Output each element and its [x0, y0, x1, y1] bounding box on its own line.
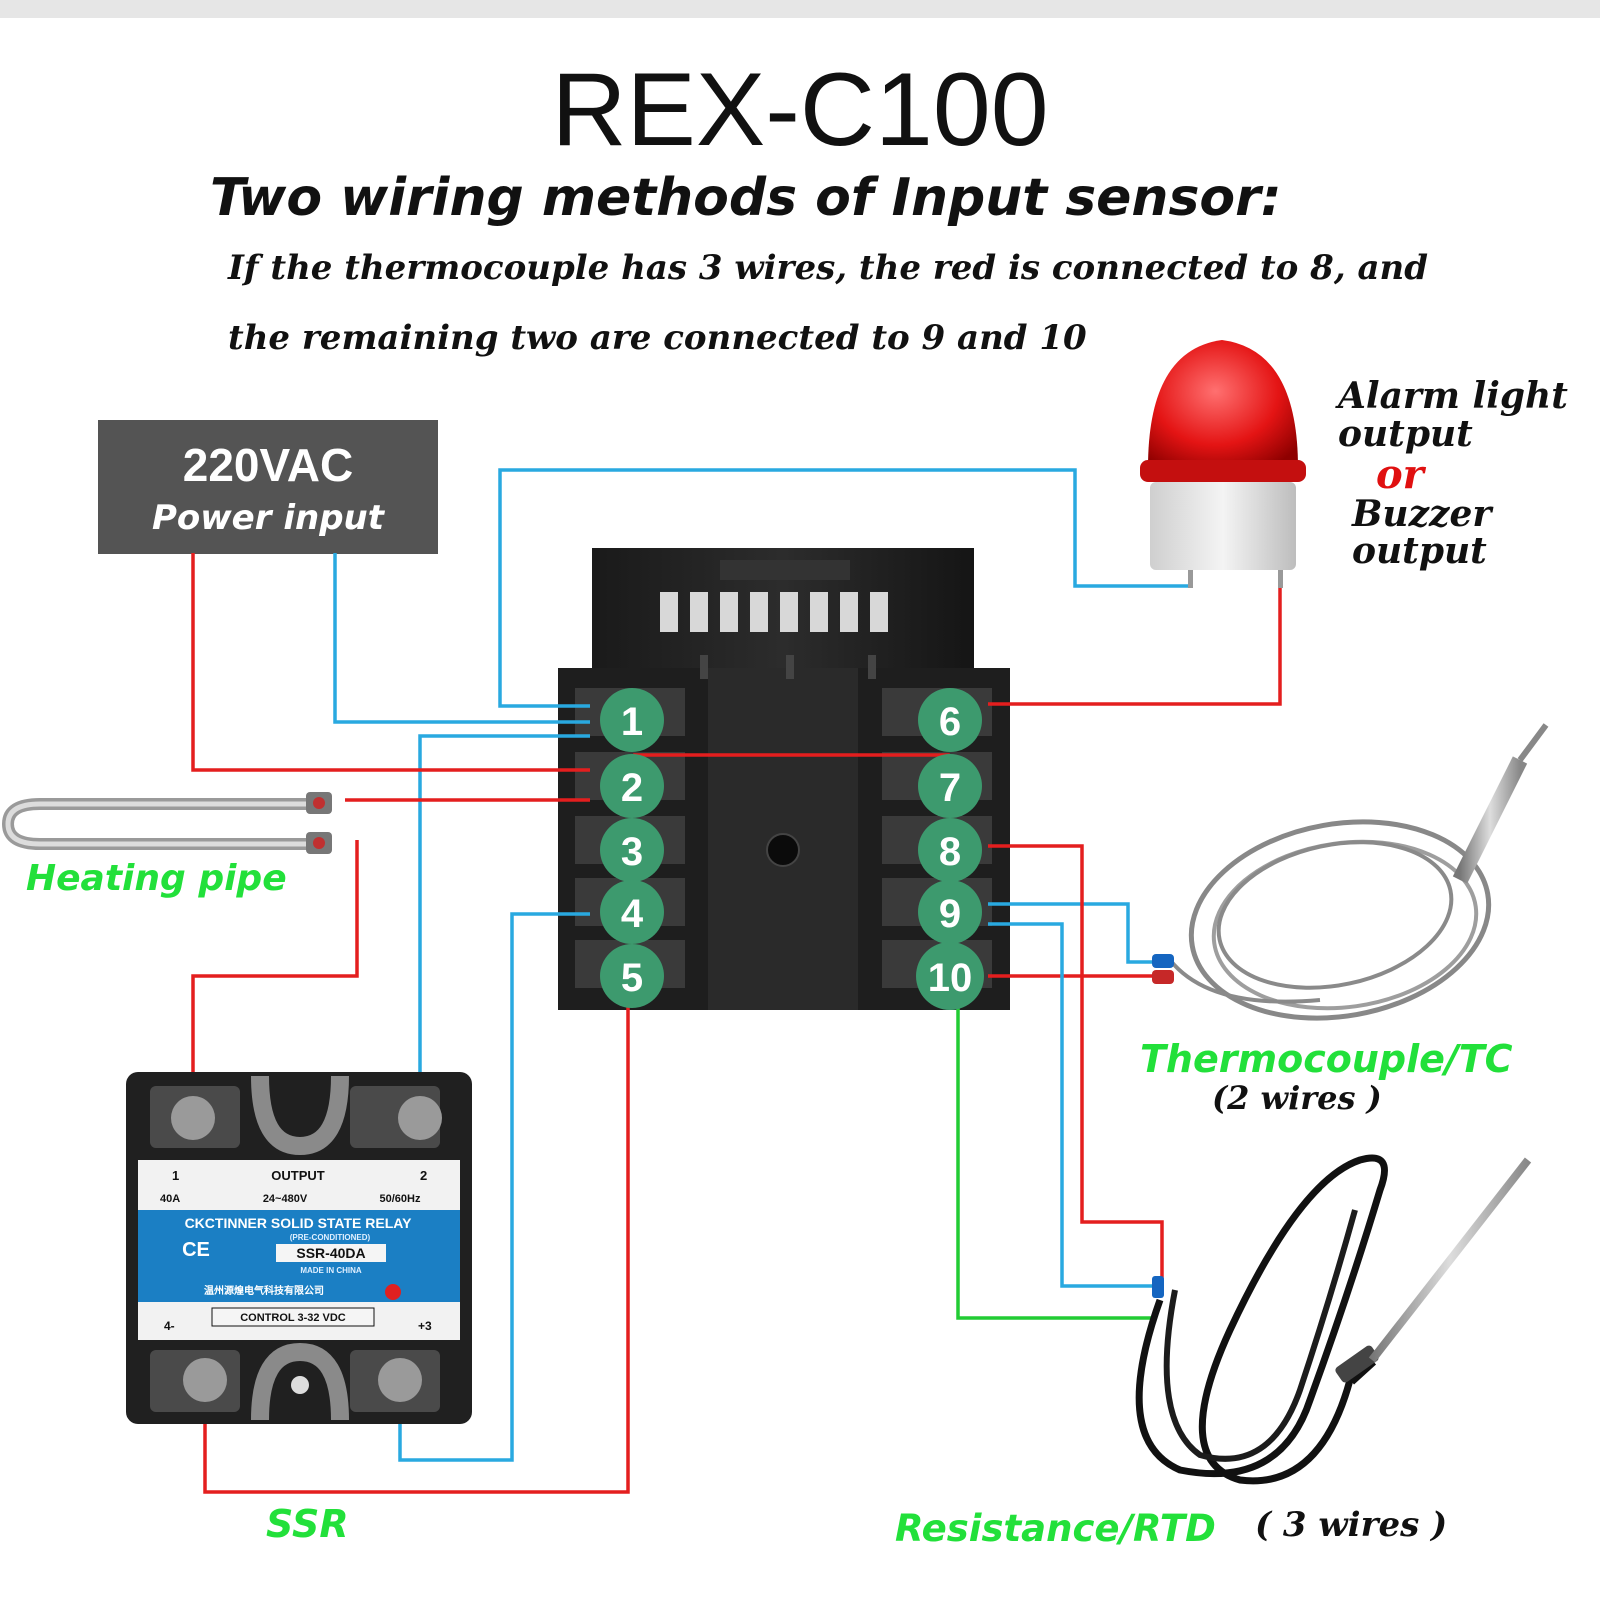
alarm-or: or [1376, 450, 1424, 498]
ssr-model: SSR-40DA [296, 1245, 365, 1261]
alarm-line3: Buzzer [1352, 492, 1492, 535]
ssr-rating-left: 40A [160, 1193, 180, 1205]
note-line-2: the remaining two are connected to 9 and… [228, 318, 1087, 358]
ssr-made-in: MADE IN CHINA [300, 1266, 362, 1275]
ssr-screw-4 [183, 1358, 227, 1402]
terminal-8 [918, 818, 982, 882]
thermocouple-label: Thermocouple/TC [1140, 1037, 1513, 1081]
ssr-screw-3 [378, 1358, 422, 1402]
rtd-wires-label: ( 3 wires ) [1255, 1505, 1448, 1545]
terminal-5-label: 5 [621, 956, 643, 1000]
terminal-5 [600, 944, 664, 1008]
wire-rtd-green [956, 1000, 1152, 1320]
wire-ssr-load-red [191, 840, 359, 1103]
rtd-label: Resistance/RTD [895, 1507, 1216, 1550]
terminal-10 [916, 942, 984, 1010]
ssr-screw-2 [398, 1096, 442, 1140]
terminals-left: 1 2 3 4 5 [600, 688, 664, 1008]
terminal-8-label: 8 [939, 830, 961, 874]
alarm-line2: output [1338, 412, 1473, 455]
subtitle: Two wiring methods of Input sensor: [210, 168, 1282, 228]
top-bar [0, 0, 1600, 18]
thermocouple-wires-label: (2 wires ) [1212, 1079, 1382, 1117]
note-line-1: If the thermocouple has 3 wires, the red… [228, 248, 1429, 288]
ssr-pin1: 1 [172, 1168, 179, 1183]
heating-pipe-label: Heating pipe [26, 858, 287, 899]
rtd-probe-icon [1135, 1154, 1532, 1485]
ssr-company: 温州源煌电气科技有限公司 [204, 1284, 324, 1297]
terminal-7-label: 7 [939, 766, 961, 810]
terminal-2 [600, 754, 664, 818]
terminal-9-label: 9 [939, 892, 961, 936]
terminal-1-label: 1 [621, 700, 643, 744]
terminal-10-label: 10 [928, 956, 973, 1000]
wire-alarm-red [988, 570, 1282, 706]
thermocouple-probe-icon [1152, 723, 1549, 1021]
power-input-box: 220VAC Power input [98, 420, 438, 554]
terminal-9 [918, 880, 982, 944]
page-title: REX-C100 [551, 52, 1049, 168]
terminal-4 [600, 880, 664, 944]
ssr-pin3: +3 [418, 1319, 432, 1333]
terminal-4-label: 4 [621, 892, 644, 936]
terminal-6 [918, 688, 982, 752]
power-label: Power input [151, 498, 384, 538]
terminal-3 [600, 818, 664, 882]
terminal-2-label: 2 [621, 766, 643, 810]
terminal-3-label: 3 [621, 830, 643, 874]
wire-power-blue [333, 553, 590, 724]
ssr-output: OUTPUT [271, 1168, 325, 1183]
terminal-1 [600, 688, 664, 752]
wire-rtd-red [988, 844, 1164, 1280]
ssr-rating-right: 50/60Hz [380, 1193, 421, 1205]
terminal-6-label: 6 [939, 700, 961, 744]
alarm-line1: Alarm light [1338, 375, 1568, 417]
alarm-line4: output [1352, 530, 1487, 573]
wire-rtd-blue [988, 922, 1156, 1288]
ssr-screw-1 [171, 1096, 215, 1140]
wire-tc-blue [988, 902, 1170, 964]
wire-t5-red [203, 990, 630, 1494]
wire-ssr-blue [418, 734, 590, 1103]
ssr-rating-mid: 24~480V [263, 1193, 308, 1205]
ssr-ce: CE [182, 1239, 210, 1261]
wire-t4-blue [398, 912, 590, 1462]
ssr-relay: 1 OUTPUT 2 40A 24~480V 50/60Hz CKCTINNER… [126, 1072, 472, 1424]
ssr-control: CONTROL 3-32 VDC [240, 1312, 346, 1324]
terminals-right: 6 7 8 9 10 [916, 688, 984, 1010]
ssr-pin4: 4- [164, 1319, 175, 1333]
ssr-preconditioned: (PRE-CONDITIONED) [290, 1233, 371, 1242]
ssr-pin2: 2 [420, 1168, 427, 1183]
power-voltage: 220VAC [182, 439, 354, 491]
ssr-label: SSR [266, 1502, 349, 1546]
ssr-brand: CKCTINNER SOLID STATE RELAY [185, 1215, 413, 1231]
terminal-7 [918, 754, 982, 818]
heating-pipe-icon [1, 792, 332, 854]
alarm-label: Alarm light output or Buzzer output [1338, 375, 1568, 573]
wire-power-red [191, 553, 590, 772]
alarm-lamp-icon [1140, 340, 1306, 588]
